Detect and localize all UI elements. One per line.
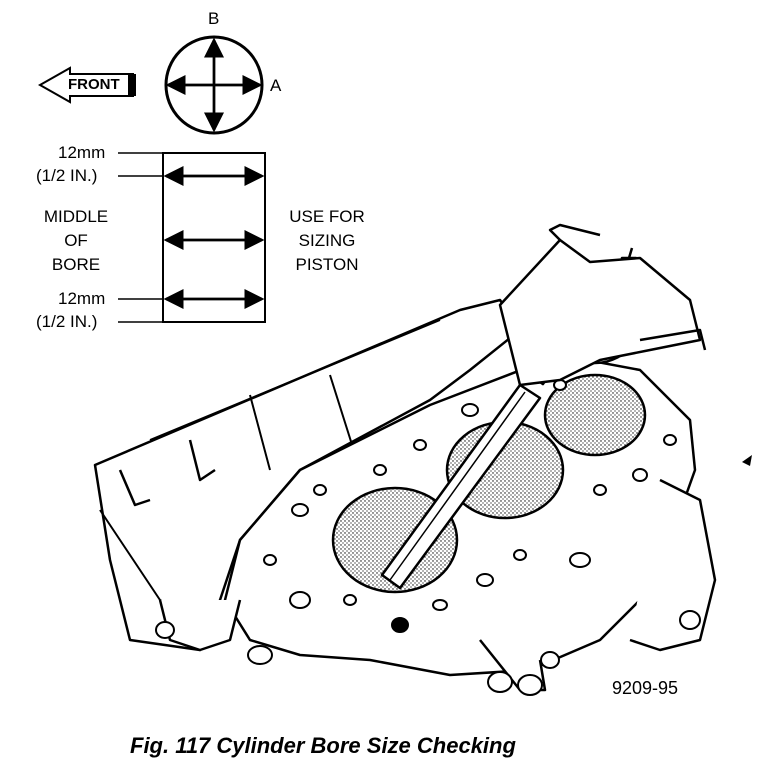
front-arrow-icon xyxy=(37,66,136,104)
use-for-sizing-line2: SIZING xyxy=(298,231,356,250)
top-measure-label: 12mm xyxy=(58,143,106,162)
middle-of-bore-line3: BORE xyxy=(51,255,101,274)
middle-of-bore-line2: OF xyxy=(64,231,88,250)
bottom-measure-inch-label: (1/2 IN.) xyxy=(36,312,98,331)
axis-a-label: A xyxy=(270,76,282,95)
bottom-measure-label: 12mm xyxy=(58,289,106,308)
bore-depth-diagram xyxy=(118,152,266,323)
use-for-sizing-line3: PISTON xyxy=(295,255,359,274)
use-for-sizing-line1: USE FOR xyxy=(289,207,365,226)
figure-caption: Fig. 117 Cylinder Bore Size Checking xyxy=(130,733,516,758)
deck-holes xyxy=(155,379,701,696)
bore-measurement-circle xyxy=(164,35,264,135)
corner-mark xyxy=(742,455,752,466)
figure-id: 9209-95 xyxy=(612,678,679,698)
axis-b-label: B xyxy=(208,9,220,28)
front-label: FRONT xyxy=(68,76,120,93)
bore-gauge-tool xyxy=(380,223,707,590)
middle-of-bore-line1: MIDDLE xyxy=(43,207,109,226)
top-measure-inch-label: (1/2 IN.) xyxy=(36,166,98,185)
